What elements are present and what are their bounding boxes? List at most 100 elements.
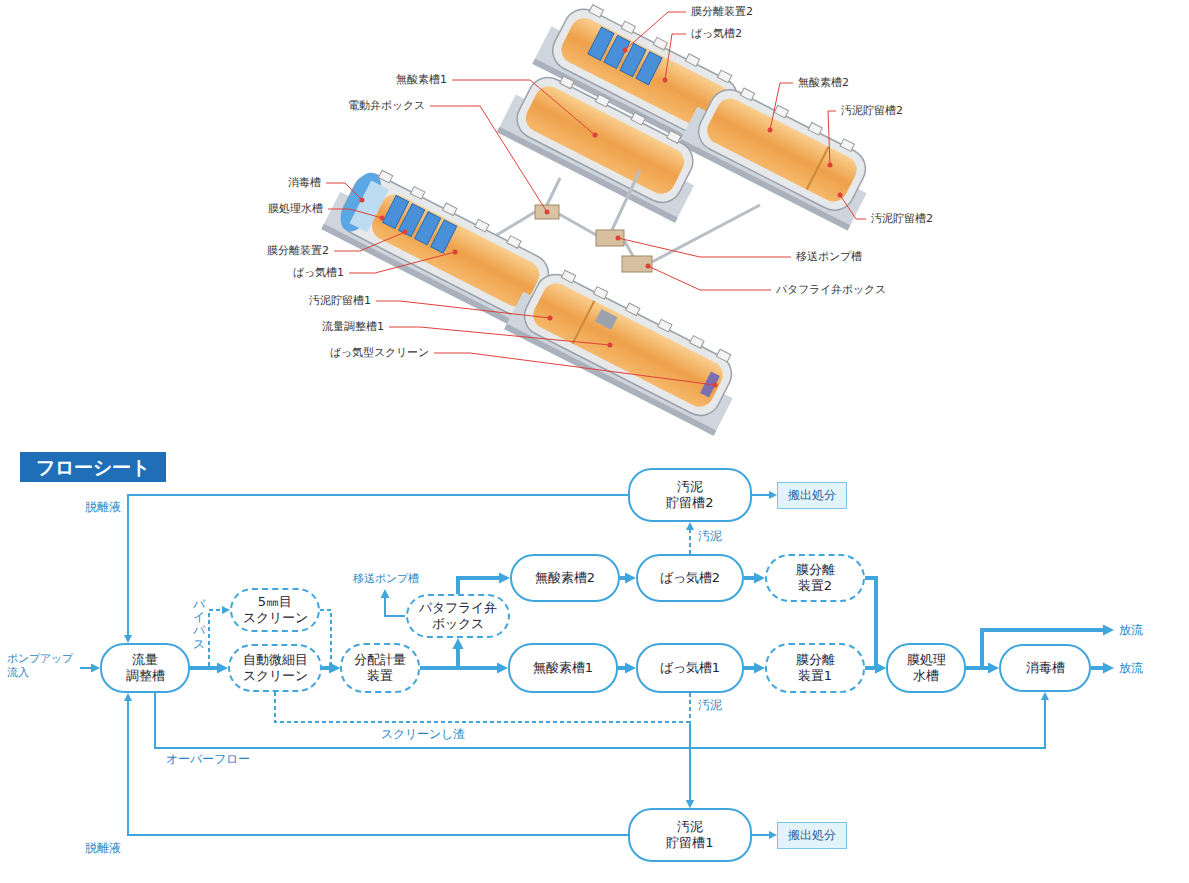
discharge-arrow xyxy=(1091,666,1104,670)
process-box: 無酸素槽2 xyxy=(510,554,620,602)
arrow-head xyxy=(91,664,100,673)
connector-line xyxy=(744,666,754,670)
arrow-head xyxy=(217,663,228,674)
callout-label: 消毒槽 xyxy=(287,176,322,190)
connector-line xyxy=(620,576,625,580)
leader-lines xyxy=(326,12,866,385)
leader-line xyxy=(326,183,362,200)
pipe xyxy=(559,214,598,236)
manhole xyxy=(667,131,681,144)
manhole xyxy=(561,270,575,283)
leader-dots xyxy=(360,48,843,388)
manhole xyxy=(631,112,645,125)
leader-dot xyxy=(593,133,598,138)
arrow-head xyxy=(754,663,765,674)
leader-line xyxy=(334,232,405,251)
node-text: 無酸素槽1 xyxy=(533,660,593,676)
node-text: 搬出処分 xyxy=(788,488,836,502)
equipment-box: 膜分離 装置1 xyxy=(765,643,865,693)
equipment-box: 分配計量 装置 xyxy=(340,643,420,693)
callout-label: ばっ気型スクリーン xyxy=(329,346,430,360)
callout-label: ばっ気槽2 xyxy=(690,27,743,41)
manhole xyxy=(411,187,425,200)
connector-line xyxy=(190,666,217,670)
edge-label: 脱離液 xyxy=(84,500,122,514)
manhole xyxy=(808,122,822,135)
node-text: 汚泥 貯留槽2 xyxy=(666,479,713,510)
connector-line xyxy=(322,666,329,670)
node-text: 無酸素槽2 xyxy=(535,570,595,586)
connector xyxy=(865,578,886,674)
pump-unit xyxy=(595,309,617,330)
leader-line xyxy=(430,106,547,212)
leader-dot xyxy=(548,316,553,321)
manhole xyxy=(589,5,603,18)
node-text: 膜分離 装置2 xyxy=(796,562,835,593)
callout-label: 無酸素槽1 xyxy=(395,73,448,87)
node-text: パタフライ弁 ボックス xyxy=(419,600,497,631)
tank-shell xyxy=(510,71,699,210)
leader-dot xyxy=(828,163,833,168)
manhole xyxy=(685,54,699,67)
callout-label: 膜処理水槽 xyxy=(267,202,324,216)
arrow-head xyxy=(769,831,777,839)
edge-label: オーバーフロー xyxy=(165,752,251,766)
leader-line xyxy=(828,111,836,165)
membrane-unit xyxy=(636,52,662,85)
arrow-head xyxy=(497,663,508,674)
leader-dot xyxy=(838,193,843,198)
partition xyxy=(807,147,829,190)
manhole xyxy=(475,219,489,232)
arrow-head xyxy=(1103,663,1114,674)
pipe xyxy=(624,240,634,258)
node-text: 5㎜目 スクリーン xyxy=(243,594,308,625)
pipe xyxy=(612,170,640,230)
node-text: 膜分離 装置1 xyxy=(796,652,835,683)
connector-line xyxy=(275,692,690,800)
arrow-head xyxy=(329,663,340,674)
connector-line xyxy=(744,576,754,580)
callout-label: 電動弁ボックス xyxy=(347,99,426,113)
callout-label: 汚泥貯留槽2 xyxy=(840,104,904,118)
leader-dot xyxy=(646,264,651,269)
callout-label: 汚泥貯留槽2 xyxy=(870,212,934,226)
process-box: 膜処理 水槽 xyxy=(886,643,966,693)
connector xyxy=(966,663,999,674)
node-text: 分配計量 装置 xyxy=(354,652,406,683)
leader-dot xyxy=(380,216,385,221)
connector-line xyxy=(618,666,625,670)
connector xyxy=(744,573,765,584)
arrow-head xyxy=(381,589,390,598)
connector-line xyxy=(458,578,499,594)
tank-interior xyxy=(521,81,689,198)
connector-line xyxy=(689,530,691,554)
arrow-head xyxy=(625,573,636,584)
membrane-unit xyxy=(431,220,457,253)
arrow-head xyxy=(453,638,464,649)
equipment-box: 自動微細目 スクリーン xyxy=(228,644,322,692)
node-text: 汚泥 貯留槽1 xyxy=(666,819,713,850)
connector xyxy=(275,692,694,808)
connector-line xyxy=(865,578,876,668)
connector-line xyxy=(966,666,988,670)
arrow-head xyxy=(1041,692,1049,700)
transfer-arrow xyxy=(385,597,405,616)
connector-line xyxy=(752,494,769,496)
flow-label: 放流 xyxy=(1118,660,1144,676)
manhole xyxy=(690,336,704,349)
connector-line xyxy=(128,701,628,835)
equipment-box: 5㎜目 スクリーン xyxy=(230,588,320,632)
connector xyxy=(620,573,636,584)
node-text: 流量 調整槽 xyxy=(126,652,165,683)
callout-label: 移送ポンプ槽 xyxy=(795,250,863,264)
butterfly-valve-box xyxy=(622,256,652,272)
leader-line xyxy=(349,252,455,273)
pipe xyxy=(547,178,560,205)
tank-interior xyxy=(367,190,544,312)
leader-line xyxy=(376,301,550,318)
connector xyxy=(752,831,777,839)
leader-dot xyxy=(616,236,621,241)
callout-label: 汚泥貯留槽1 xyxy=(308,294,372,308)
process-box: 流量 調整槽 xyxy=(100,643,190,693)
